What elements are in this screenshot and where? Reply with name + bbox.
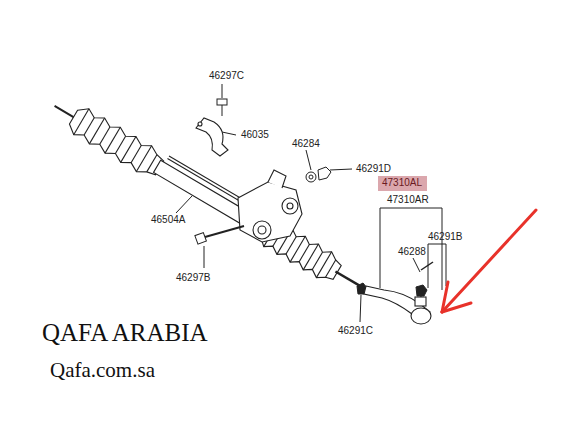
bolt — [217, 99, 227, 116]
leader-line — [330, 169, 352, 170]
callout-number: 46504A — [151, 215, 185, 225]
washer — [306, 172, 316, 182]
watermark: Qafa.com.sa — [50, 360, 155, 381]
leader-line — [222, 132, 236, 135]
bolt — [195, 226, 244, 244]
leader-bracket — [380, 208, 442, 290]
cotter-pin — [421, 262, 433, 270]
leader-line — [306, 150, 311, 170]
castle-nut — [416, 285, 427, 296]
part-number: 47310AL — [382, 178, 423, 188]
watermark: QAFA ARABIA — [42, 320, 208, 345]
clamp-bracket — [196, 118, 228, 156]
leader-bracket — [428, 244, 446, 288]
callout-number: 46284 — [292, 139, 320, 149]
leader-line — [360, 295, 361, 322]
callout-number: 46291D — [356, 164, 391, 174]
nut — [318, 167, 331, 180]
callout-number: 46291C — [338, 326, 373, 336]
callout-number: 46035 — [241, 130, 269, 140]
leader-line — [413, 258, 420, 272]
callout-number: 46291B — [428, 232, 462, 242]
callout-number: 46297C — [209, 71, 244, 81]
leader-line — [222, 84, 223, 98]
washer — [309, 175, 313, 179]
pointer-arrow — [442, 210, 536, 312]
highlighted-part-number: 47310AL — [378, 176, 427, 191]
callout-number: 46288 — [398, 247, 426, 257]
tie-rod-end — [364, 286, 431, 324]
leader-line — [204, 246, 205, 268]
callout-number: 46297B — [176, 273, 210, 283]
leader-line — [176, 196, 192, 213]
steering-rack — [47, 93, 367, 299]
valve-housing — [238, 170, 302, 242]
callout-number: 47310AR — [387, 195, 429, 205]
